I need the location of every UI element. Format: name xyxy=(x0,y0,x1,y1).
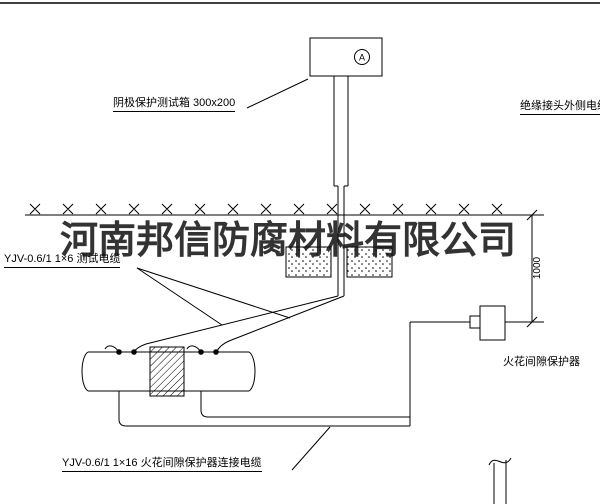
weld-point xyxy=(213,349,219,355)
spark-gap-protector-label: 火花间隙保护器 xyxy=(503,356,580,368)
ammeter-letter: A xyxy=(359,53,365,63)
soil-cross-marks xyxy=(29,203,503,215)
spark-gap-protector xyxy=(469,305,506,341)
insulating-joint xyxy=(149,346,185,397)
riser-conduit xyxy=(333,76,349,296)
protector-cables xyxy=(118,321,470,427)
dimension-tick xyxy=(526,209,538,328)
test-cable-leader-1 xyxy=(136,267,223,326)
concrete-blocks xyxy=(285,246,393,278)
company-watermark: 河南邦信防腐材料有限公司 xyxy=(60,220,517,262)
dimension-1000: 1000 xyxy=(505,209,544,328)
weld-point xyxy=(131,349,137,355)
weld-cable-hook xyxy=(186,345,202,353)
leader-lines xyxy=(136,267,331,471)
pipe-end-cap-right xyxy=(248,351,256,392)
concrete-block-left xyxy=(285,246,332,278)
concrete-block-right xyxy=(346,246,393,278)
test-box-label: 阴极保护测试箱 300x200 xyxy=(113,97,236,112)
ammeter-icon xyxy=(354,49,370,65)
spark-cable-label: YJV-0.6/1 1×16 火花间隙保护器连接电缆 xyxy=(62,457,262,472)
pipeline xyxy=(81,345,256,397)
test-box-leader-line xyxy=(246,78,309,109)
test-cable-leader-2 xyxy=(136,267,291,319)
ground-line xyxy=(25,203,544,216)
pipe-end-cap-left xyxy=(81,351,89,392)
spark-cable-leader xyxy=(291,426,331,471)
pipe-break-symbol xyxy=(488,457,512,504)
dimension-text: 1000 xyxy=(532,256,543,279)
outer-cable-label: 绝缘接头外侧电缆 xyxy=(520,100,600,115)
test-cable-label: YJV-0.6/1 1×6 测试电缆 xyxy=(4,253,121,268)
test-box: A xyxy=(309,37,383,77)
weld-cable-hook xyxy=(104,345,120,353)
test-cables xyxy=(133,295,345,353)
